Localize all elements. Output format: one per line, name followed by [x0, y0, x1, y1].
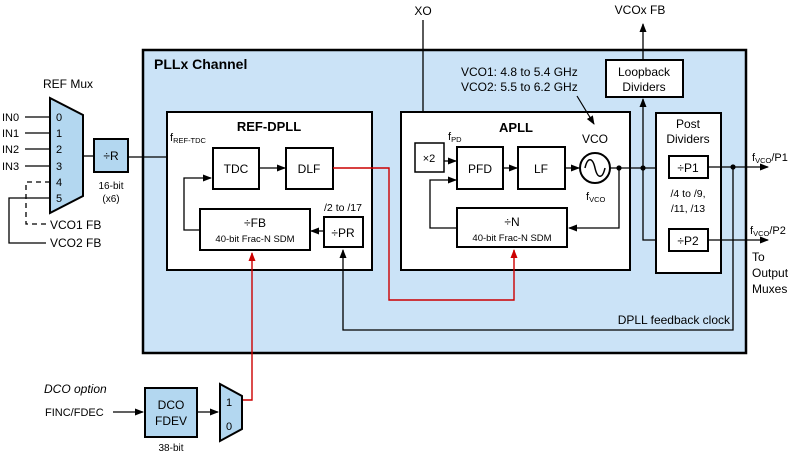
pllx-channel-title: PLLx Channel	[154, 56, 247, 72]
xo-label: XO	[414, 4, 431, 18]
dco-fdev-label-line1: DCO	[158, 398, 185, 412]
ref-mux-port-1: 1	[56, 128, 62, 140]
vco-note-line2: VCO2: 5.5 to 6.2 GHz	[461, 80, 578, 94]
ref-mux-port-0: 0	[56, 112, 62, 124]
fb-divider-sdm-label: 40-bit Frac-N SDM	[215, 234, 294, 245]
loopback-label-line1: Loopback	[618, 65, 671, 79]
dco-fdev-block	[144, 387, 198, 438]
ref-mux-port-4: 4	[56, 177, 62, 189]
post-divider-range-line2: /11, /13	[671, 203, 705, 215]
r-divider-bits: 16-bit	[98, 181, 123, 192]
n-divider-label: ÷N	[504, 215, 519, 229]
dco-fdev-label-line2: FDEV	[155, 414, 187, 428]
in2-label: IN2	[2, 144, 19, 156]
ref-mux-port-5: 5	[56, 193, 62, 205]
dco-mux-port-1: 1	[226, 397, 232, 409]
fvco-p2-output-label: fVCO/P2	[750, 225, 786, 238]
dco-mux-port-0: 0	[226, 421, 232, 433]
dco-fdev-bits: 38-bit	[158, 443, 183, 454]
p1-divider-label: ÷P1	[677, 161, 699, 175]
in3-label: IN3	[2, 161, 19, 173]
sine-wave-icon	[584, 159, 606, 177]
vco-to-n-divider-wire	[568, 168, 620, 232]
fvco-p1-output-label: fVCO/P1	[752, 152, 788, 165]
ref-mux-port-2: 2	[56, 144, 62, 156]
dco-mux-shape	[219, 382, 243, 443]
ref-mux-port-3: 3	[56, 161, 62, 173]
pr-divider-range: /2 to /17	[324, 202, 362, 214]
fb-divider-label: ÷FB	[244, 216, 266, 230]
x2-doubler-block	[414, 142, 445, 173]
vco2-fb-label: VCO2 FB	[50, 236, 101, 250]
to-output-muxes-line1: To	[752, 250, 765, 264]
in0-label: IN0	[2, 112, 19, 124]
finc-fdec-label: FINC/FDEC	[45, 407, 104, 419]
dlf-block	[285, 147, 334, 190]
tdc-label: TDC	[224, 162, 249, 176]
dpll-feedback-wire	[339, 167, 734, 331]
dpll-feedback-label: DPLL feedback clock	[618, 313, 731, 327]
vco1-fb-label: VCO1 FB	[50, 218, 101, 232]
dlf-label: DLF	[298, 162, 321, 176]
f-vco-label: fVCO	[586, 191, 605, 204]
loopback-label-line2: Dividers	[622, 80, 665, 94]
ref-mux-shape	[49, 96, 84, 215]
n-to-pfd-wire	[429, 176, 457, 229]
in1-label: IN1	[2, 128, 19, 140]
n-divider-sdm-label: 40-bit Frac-N SDM	[472, 233, 551, 244]
f-ref-tdc-label: fREF-TDC	[170, 132, 207, 145]
vcox-fb-label: VCOx FB	[615, 3, 666, 17]
pr-divider-block	[323, 216, 364, 248]
lf-block	[517, 146, 566, 190]
vco1-fb-wire	[25, 181, 50, 225]
dlf-to-n-divider-red-wire	[333, 167, 518, 301]
lf-label: LF	[534, 162, 548, 176]
loopback-dividers-block	[605, 59, 684, 98]
vco-label: VCO	[582, 132, 608, 146]
r-divider-block	[93, 138, 129, 173]
ref-dpll-title: REF-DPLL	[237, 119, 301, 134]
post-dividers-title-line2: Dividers	[666, 132, 709, 146]
to-output-muxes-line3: Muxes	[752, 282, 787, 296]
pfd-label: PFD	[468, 162, 492, 176]
post-divider-range-line1: /4 to /9,	[670, 188, 705, 200]
to-output-muxes-line2: Output	[752, 266, 789, 280]
apll-title: APLL	[499, 120, 533, 135]
vco-note-pointer	[576, 95, 595, 125]
dco-option-label: DCO option	[44, 382, 107, 396]
r-divider-mult: (x6)	[102, 194, 119, 205]
fb-to-tdc-wire	[183, 174, 212, 231]
f-pd-label: fPD	[448, 131, 462, 144]
r-divider-label: ÷R	[103, 149, 119, 163]
vco2-fb-wire	[8, 197, 50, 244]
x2-doubler-label: ×2	[423, 153, 436, 165]
pr-divider-label: ÷PR	[331, 226, 355, 240]
n-divider-block	[456, 207, 568, 248]
ref-mux-title: REF Mux	[43, 77, 93, 91]
post-dividers-title-line1: Post	[676, 117, 701, 131]
pfd-block	[456, 146, 504, 190]
p2-divider-label: ÷P2	[677, 234, 699, 248]
vco-note-line1: VCO1: 4.8 to 5.4 GHz	[461, 65, 578, 79]
dco-to-fb-divider-red-wire	[242, 252, 256, 401]
